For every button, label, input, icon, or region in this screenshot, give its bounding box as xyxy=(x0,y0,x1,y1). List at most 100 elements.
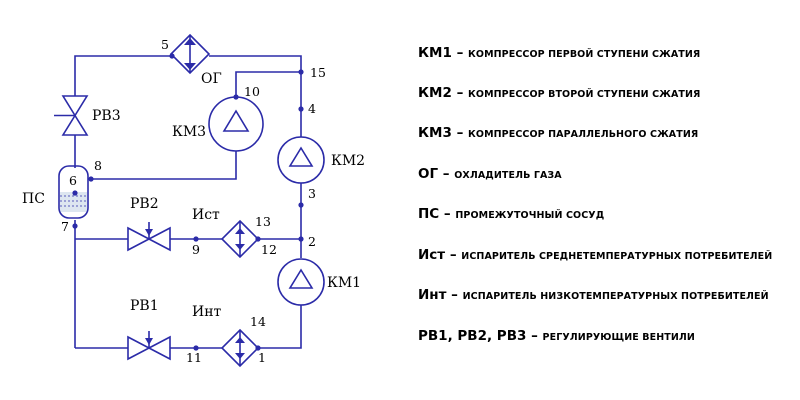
node-1-dot xyxy=(255,345,261,351)
legend-dash: – xyxy=(451,45,469,61)
ist-arrow-up xyxy=(235,228,245,234)
node-12-dot xyxy=(255,236,261,242)
compressor-km1 xyxy=(277,258,325,306)
legend-dash: – xyxy=(439,206,456,222)
km1-circle xyxy=(277,258,325,306)
legend-code: КМ3 xyxy=(418,125,452,141)
og-arrow-up xyxy=(184,38,196,45)
km1-triangle xyxy=(288,268,314,289)
legend-row: Ист – испаритель среднетемпературных пот… xyxy=(418,246,772,264)
point-4-label: 4 xyxy=(308,101,316,116)
node-10-dot xyxy=(233,94,239,100)
legend-desc: испаритель среднетемпературных потребите… xyxy=(461,251,773,262)
pipes xyxy=(74,55,302,349)
point-15-label: 15 xyxy=(310,65,326,80)
int-arrow-down xyxy=(235,353,245,359)
node-5-dot xyxy=(169,53,175,59)
int-label: Инт xyxy=(192,304,222,320)
component-labels: ОГ РВ3 КМ3 КМ2 ПС РВ2 Ист КМ1 РВ1 Инт xyxy=(22,71,365,320)
point-10-label: 10 xyxy=(244,84,260,99)
rv1-arrow xyxy=(145,338,153,345)
gas-cooler-og xyxy=(169,33,211,75)
km2-triangle xyxy=(288,146,314,167)
point-7-label: 7 xyxy=(61,219,69,234)
km1-label: КМ1 xyxy=(327,275,361,291)
point-11-label: 11 xyxy=(186,350,202,365)
node-9-dot xyxy=(193,236,199,242)
refrigeration-cycle-diagram: 5 15 10 4 8 6 3 7 13 2 9 12 14 1 11 ОГ Р… xyxy=(22,33,365,368)
point-9-label: 9 xyxy=(192,242,200,257)
legend-code: Инт xyxy=(418,287,447,303)
legend-desc: компрессор первой ступени сжатия xyxy=(468,49,701,60)
legend-row: КМ3 – компрессор параллельного сжатия xyxy=(418,124,698,142)
point-1-label: 1 xyxy=(258,350,266,365)
legend-desc: испаритель низкотемпературных потребител… xyxy=(462,291,769,302)
legend-row: Инт – испаритель низкотемпературных потр… xyxy=(418,286,769,304)
km2-label: КМ2 xyxy=(331,153,365,169)
point-14-label: 14 xyxy=(250,314,266,329)
node-6-dot xyxy=(72,190,78,196)
compressor-km3 xyxy=(208,96,264,152)
node-7-dot xyxy=(72,223,78,229)
pipe-km3-to-8 xyxy=(91,151,237,180)
legend-row: РВ1, РВ2, РВ3 – регулирующие вентили xyxy=(418,327,695,345)
legend-dash: – xyxy=(445,247,462,263)
valve-rv3 xyxy=(54,95,89,136)
og-arrow-down xyxy=(184,63,196,70)
legend-desc: охладитель газа xyxy=(454,170,562,181)
node-11-dot xyxy=(193,345,199,351)
legend-row: КМ1 – компрессор первой ступени сжатия xyxy=(418,44,700,62)
node-8-dot xyxy=(88,176,94,182)
int-arrow-up xyxy=(235,337,245,343)
pipe-rv3-to-og xyxy=(74,55,172,96)
legend-row: ОГ – охладитель газа xyxy=(418,165,562,183)
ps-liquid xyxy=(60,192,87,212)
km2-circle xyxy=(277,136,325,184)
compressor-km2 xyxy=(277,136,325,184)
point-5-label: 5 xyxy=(161,37,169,52)
legend-dash: – xyxy=(451,85,469,101)
node-2-dot xyxy=(298,236,304,242)
legend-code: РВ1, РВ2, РВ3 xyxy=(418,328,527,344)
legend-code: ОГ xyxy=(418,166,439,182)
ps-outline xyxy=(58,165,89,219)
ist-arrow-down xyxy=(235,244,245,250)
node-3-dot xyxy=(298,202,304,208)
legend-dash: – xyxy=(438,166,455,182)
point-6-label: 6 xyxy=(69,173,77,188)
point-3-label: 3 xyxy=(308,186,316,201)
legend-desc: регулирующие вентили xyxy=(542,332,695,343)
evaporator-ist xyxy=(220,219,260,259)
og-label: ОГ xyxy=(201,71,222,87)
node-dots xyxy=(72,53,304,351)
point-8-label: 8 xyxy=(94,158,102,173)
rv2-label: РВ2 xyxy=(130,196,159,212)
legend-row: ПС – промежуточный сосуд xyxy=(418,205,604,223)
rv3-label: РВ3 xyxy=(92,108,121,124)
node-4-dot xyxy=(298,106,304,112)
point-2-label: 2 xyxy=(308,234,316,249)
legend-code: КМ1 xyxy=(418,45,452,61)
legend-desc: компрессор второй ступени сжатия xyxy=(468,89,701,100)
point-13-label: 13 xyxy=(255,214,271,229)
evaporator-int xyxy=(220,328,260,368)
pipe-int-to-km1 xyxy=(258,305,302,349)
legend-dash: – xyxy=(446,287,463,303)
legend-dash: – xyxy=(526,328,543,344)
rv1-label: РВ1 xyxy=(130,298,159,314)
point-labels: 5 15 10 4 8 6 3 7 13 2 9 12 14 1 11 xyxy=(61,37,326,365)
node-15-dot xyxy=(298,69,304,75)
legend-code: Ист xyxy=(418,247,446,263)
legend-row: КМ2 – компрессор второй ступени сжатия xyxy=(418,84,700,102)
ps-label: ПС xyxy=(22,191,45,207)
km3-circle xyxy=(208,96,264,152)
legend-code: КМ2 xyxy=(418,85,452,101)
legend-code: ПС xyxy=(418,206,440,222)
legend-dash: – xyxy=(451,125,469,141)
valve-rv1 xyxy=(127,331,171,361)
km3-label: КМ3 xyxy=(172,124,206,140)
pipe-og-to-15 xyxy=(209,55,302,72)
legend-desc: компрессор параллельного сжатия xyxy=(468,129,699,140)
legend-desc: промежуточный сосуд xyxy=(455,210,605,221)
point-12-label: 12 xyxy=(261,242,277,257)
